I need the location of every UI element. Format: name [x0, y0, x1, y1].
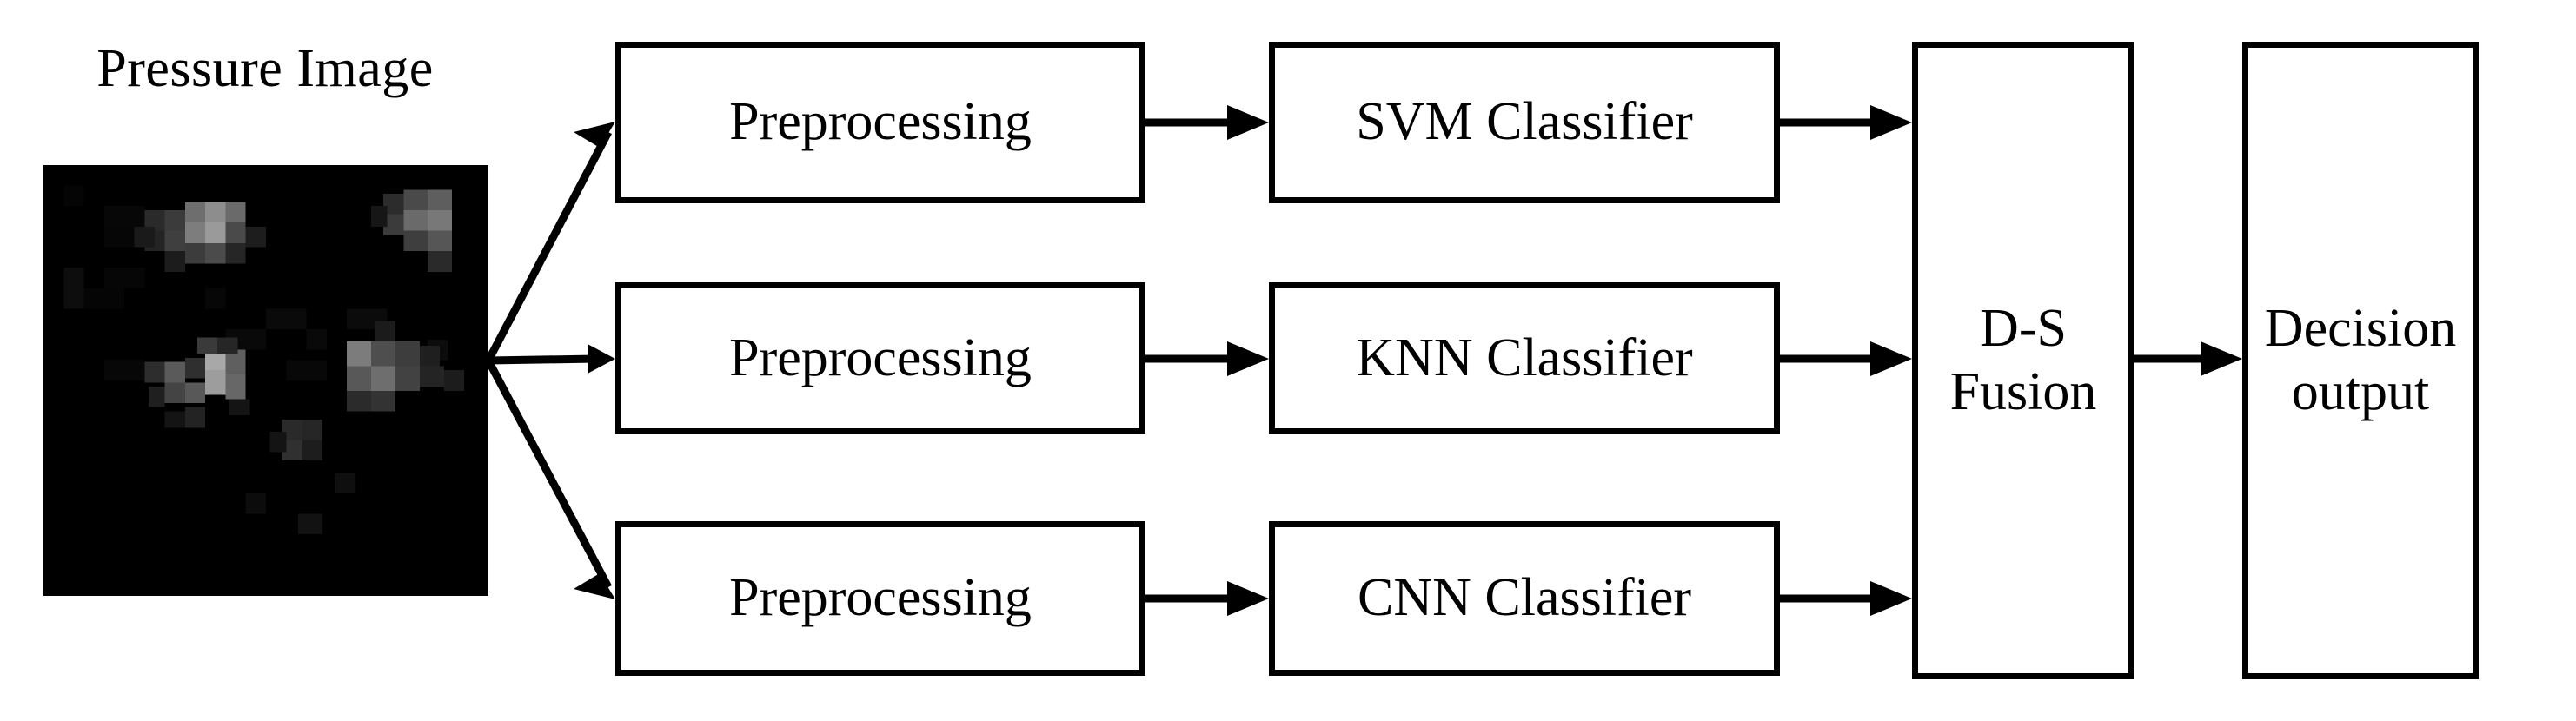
- classifier-to-fusion-arrow-cnn: [1780, 581, 1912, 616]
- ds-fusion-box[interactable]: D-S Fusion: [1912, 42, 2134, 679]
- pressure-image-label: Pressure Image: [96, 39, 434, 98]
- ds-fusion-label-line2: Fusion: [1949, 362, 2097, 421]
- classifier-to-fusion-arrow-knn: [1780, 341, 1912, 376]
- preprocessing-to-classifier-arrow-svm: [1145, 105, 1269, 140]
- fusion-to-decision-output-arrow: [2134, 341, 2242, 376]
- preprocessing-label: Preprocessing: [729, 568, 1032, 628]
- ds-fusion-label-line1: D-S: [1980, 298, 2067, 358]
- preprocessing-box-svm[interactable]: Preprocessing: [615, 42, 1145, 203]
- decision-output-label-line1: Decision: [2264, 298, 2457, 358]
- classifier-to-fusion-arrow-svm: [1780, 105, 1912, 140]
- pressure-heatmap-image: [43, 165, 488, 596]
- classifier-box-svm[interactable]: SVM Classifier: [1269, 42, 1780, 203]
- decision-output-box[interactable]: Decision output: [2242, 42, 2479, 679]
- decision-output-label-line2: output: [2291, 362, 2430, 421]
- preprocessing-label: Preprocessing: [729, 92, 1032, 152]
- classifier-label: SVM Classifier: [1356, 92, 1693, 152]
- classifier-label: CNN Classifier: [1357, 568, 1692, 628]
- classifier-box-knn[interactable]: KNN Classifier: [1269, 282, 1780, 434]
- fanout-arrow-to-preprocessing-cnn: [485, 358, 615, 599]
- classifier-box-cnn[interactable]: CNN Classifier: [1269, 521, 1780, 676]
- classifier-label: KNN Classifier: [1356, 327, 1693, 387]
- preprocessing-box-cnn[interactable]: Preprocessing: [615, 521, 1145, 676]
- preprocessing-to-classifier-arrow-cnn: [1145, 581, 1269, 616]
- fanout-arrow-to-preprocessing-svm: [485, 122, 615, 363]
- preprocessing-box-knn[interactable]: Preprocessing: [615, 282, 1145, 434]
- fanout-arrow-to-preprocessing-knn: [488, 344, 615, 374]
- preprocessing-to-classifier-arrow-knn: [1145, 341, 1269, 376]
- preprocessing-label: Preprocessing: [729, 327, 1032, 387]
